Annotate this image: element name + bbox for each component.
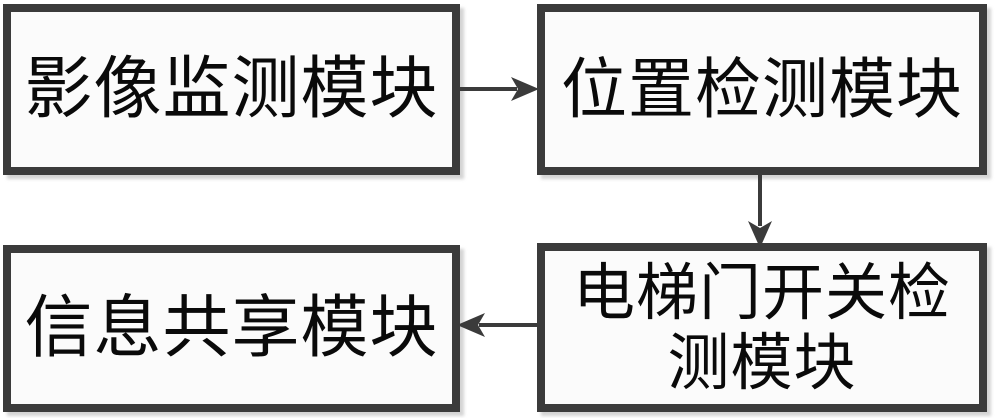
node-image-monitor-label: 影像监测模块: [24, 49, 439, 129]
arrow-head-right-icon: [511, 77, 539, 101]
node-info-share-label: 信息共享模块: [24, 288, 439, 368]
arrow-head-left-icon: [457, 313, 485, 337]
node-image-monitor[interactable]: 影像监测模块: [3, 4, 460, 175]
node-door-detect[interactable]: 电梯门开关检 测模块: [537, 243, 987, 412]
arrow-position-to-door: [748, 168, 772, 248]
node-position-detect-label: 位置检测模块: [561, 50, 963, 128]
node-info-share[interactable]: 信息共享模块: [3, 245, 460, 412]
node-position-detect[interactable]: 位置检测模块: [537, 4, 987, 175]
arrow-door-to-info: [457, 313, 541, 337]
node-door-detect-label: 电梯门开关检 测模块: [572, 256, 951, 399]
arrow-monitor-to-position: [457, 77, 539, 101]
